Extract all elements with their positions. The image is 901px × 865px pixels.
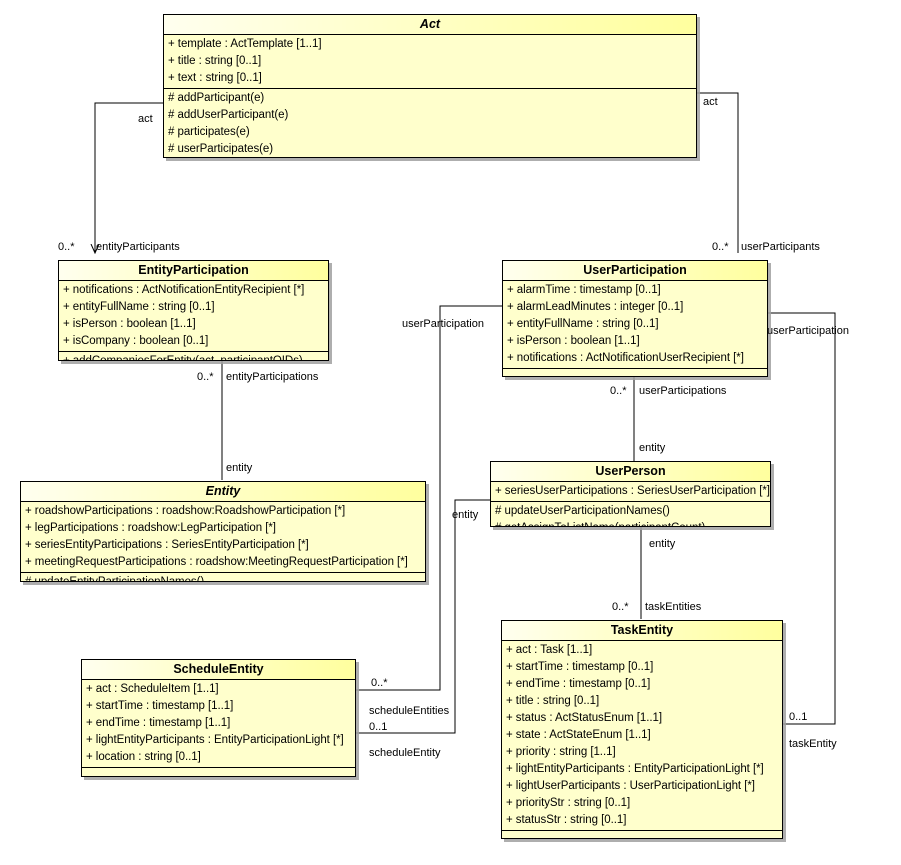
attribute-row: + location : string [0..1] bbox=[86, 751, 201, 763]
attribute-row: + notifications : ActNotificationUserRec… bbox=[507, 352, 744, 364]
class-title-entity-participation: EntityParticipation bbox=[59, 261, 328, 281]
operation-row: # addUserParticipant(e) bbox=[168, 109, 289, 121]
class-box-entity-participation[interactable]: EntityParticipation + notifications : Ac… bbox=[58, 260, 329, 361]
attribute-row: + seriesEntityParticipations : SeriesEnt… bbox=[25, 539, 309, 551]
attribute-row: + endTime : timestamp [1..1] bbox=[86, 717, 231, 729]
operation-row-static: + addCompaniesForEntity(act, participant… bbox=[63, 355, 303, 361]
class-operations-task-entity bbox=[502, 831, 782, 838]
operation-row: # getAssignToListName(participantCount) bbox=[491, 520, 770, 526]
attribute-row: + roadshowParticipations : roadshow:Road… bbox=[25, 505, 346, 517]
assoc-act-userparticipants bbox=[697, 92, 739, 253]
association-label: taskEntities bbox=[645, 601, 702, 613]
association-label: entityParticipants bbox=[96, 241, 180, 253]
association-label: 0..* bbox=[712, 241, 729, 253]
association-label: userParticipation bbox=[402, 318, 484, 330]
class-box-schedule-entity[interactable]: ScheduleEntity + act : ScheduleItem [1..… bbox=[81, 659, 356, 777]
attribute-row: + isCompany : boolean [0..1] bbox=[63, 335, 209, 347]
association-label: entity bbox=[226, 462, 253, 474]
association-label: userParticipation bbox=[767, 325, 849, 337]
class-box-act[interactable]: Act + template : ActTemplate [1..1] + ti… bbox=[163, 14, 697, 158]
association-label: taskEntity bbox=[789, 738, 837, 750]
attribute-row: + entityFullName : string [0..1] bbox=[63, 301, 215, 313]
class-attributes-entity: + roadshowParticipations : roadshow:Road… bbox=[21, 502, 425, 573]
attribute-row: + meetingRequestParticipations : roadsho… bbox=[25, 556, 408, 568]
operation-row: # updateEntityParticipationNames() bbox=[25, 576, 205, 582]
attribute-row: + lightUserParticipants : UserParticipat… bbox=[506, 780, 755, 792]
attribute-row: + title : string [0..1] bbox=[506, 695, 600, 707]
attribute-row: + notifications : ActNotificationEntityR… bbox=[63, 284, 305, 296]
class-operations-user-person: # updateUserParticipationNames() # getAs… bbox=[491, 502, 770, 526]
class-attributes-user-person: + seriesUserParticipations : SeriesUserP… bbox=[491, 482, 770, 502]
attribute-row: + lightEntityParticipants : EntityPartic… bbox=[86, 734, 344, 746]
attribute-row: + lightEntityParticipants : EntityPartic… bbox=[506, 763, 764, 775]
assoc-act-entityparticipants bbox=[95, 102, 163, 252]
association-label: entity bbox=[452, 509, 479, 521]
operation-row: # userParticipates(e) bbox=[168, 143, 274, 155]
attribute-row: + alarmTime : timestamp [0..1] bbox=[507, 284, 661, 296]
class-box-entity[interactable]: Entity + roadshowParticipations : roadsh… bbox=[20, 481, 426, 582]
association-label: entity bbox=[639, 442, 666, 454]
association-label: act bbox=[138, 113, 153, 125]
class-title-schedule-entity: ScheduleEntity bbox=[82, 660, 355, 680]
attribute-row: + alarmLeadMinutes : integer [0..1] bbox=[507, 301, 684, 313]
association-label: userParticipants bbox=[741, 241, 820, 253]
attribute-row: + template : ActTemplate [1..1] bbox=[168, 38, 322, 50]
attribute-row: + seriesUserParticipations : SeriesUserP… bbox=[495, 485, 770, 497]
class-title-act: Act bbox=[164, 15, 696, 35]
operation-row: # addParticipant(e) bbox=[168, 92, 265, 104]
class-attributes-user-participation: + alarmTime : timestamp [0..1] + alarmLe… bbox=[503, 281, 767, 369]
attribute-row: + endTime : timestamp [0..1] bbox=[506, 678, 651, 690]
attribute-row: + priority : string [1..1] bbox=[506, 746, 616, 758]
association-label: 0..* bbox=[612, 601, 629, 613]
association-label: scheduleEntities bbox=[369, 705, 450, 717]
association-label: 0..* bbox=[58, 241, 75, 253]
association-label: 0..* bbox=[371, 677, 388, 689]
association-label: 0..* bbox=[610, 385, 627, 397]
class-operations-entity-participation: + addCompaniesForEntity(act, participant… bbox=[59, 352, 328, 361]
attribute-row: + startTime : timestamp [1..1] bbox=[86, 700, 234, 712]
class-title-user-person: UserPerson bbox=[491, 462, 770, 482]
attribute-row: + isPerson : boolean [1..1] bbox=[507, 335, 640, 347]
class-attributes-entity-participation: + notifications : ActNotificationEntityR… bbox=[59, 281, 328, 352]
class-operations-entity: # updateEntityParticipationNames() bbox=[21, 573, 425, 582]
association-label: 0..* bbox=[197, 371, 214, 383]
attribute-row: + status : ActStatusEnum [1..1] bbox=[506, 712, 663, 724]
class-title-user-participation: UserParticipation bbox=[503, 261, 767, 281]
class-title-task-entity: TaskEntity bbox=[502, 621, 782, 641]
class-box-user-participation[interactable]: UserParticipation + alarmTime : timestam… bbox=[502, 260, 768, 377]
association-label: 0..1 bbox=[369, 721, 388, 733]
association-label: act bbox=[703, 96, 718, 108]
class-title-entity: Entity bbox=[21, 482, 425, 502]
class-operations-act: # addParticipant(e) # addUserParticipant… bbox=[164, 89, 696, 157]
class-box-user-person[interactable]: UserPerson + seriesUserParticipations : … bbox=[490, 461, 771, 527]
attribute-row: + entityFullName : string [0..1] bbox=[507, 318, 659, 330]
attribute-row: + startTime : timestamp [0..1] bbox=[506, 661, 654, 673]
association-label: 0..1 bbox=[789, 711, 808, 723]
association-label: userParticipations bbox=[639, 385, 727, 397]
attribute-row: + state : ActStateEnum [1..1] bbox=[506, 729, 651, 741]
attribute-row: + statusStr : string [0..1] bbox=[506, 814, 627, 826]
operation-row: # updateUserParticipationNames() bbox=[495, 505, 670, 517]
attribute-row: + text : string [0..1] bbox=[168, 72, 262, 84]
class-operations-user-participation bbox=[503, 369, 767, 376]
operation-row: # participates(e) bbox=[168, 126, 250, 138]
association-label: entity bbox=[649, 538, 676, 550]
class-operations-schedule-entity bbox=[82, 768, 355, 776]
association-label: entityParticipations bbox=[226, 371, 319, 383]
class-box-task-entity[interactable]: TaskEntity + act : Task [1..1] + startTi… bbox=[501, 620, 783, 839]
attribute-row: + title : string [0..1] bbox=[168, 55, 262, 67]
attribute-row: + act : Task [1..1] bbox=[506, 644, 593, 656]
association-label: scheduleEntity bbox=[369, 747, 441, 759]
attribute-row: + act : ScheduleItem [1..1] bbox=[86, 683, 219, 695]
class-attributes-task-entity: + act : Task [1..1] + startTime : timest… bbox=[502, 641, 782, 831]
class-attributes-act: + template : ActTemplate [1..1] + title … bbox=[164, 35, 696, 89]
attribute-row: + priorityStr : string [0..1] bbox=[506, 797, 631, 809]
attribute-row: + isPerson : boolean [1..1] bbox=[63, 318, 196, 330]
attribute-row: + legParticipations : roadshow:LegPartic… bbox=[25, 522, 276, 534]
class-attributes-schedule-entity: + act : ScheduleItem [1..1] + startTime … bbox=[82, 680, 355, 768]
